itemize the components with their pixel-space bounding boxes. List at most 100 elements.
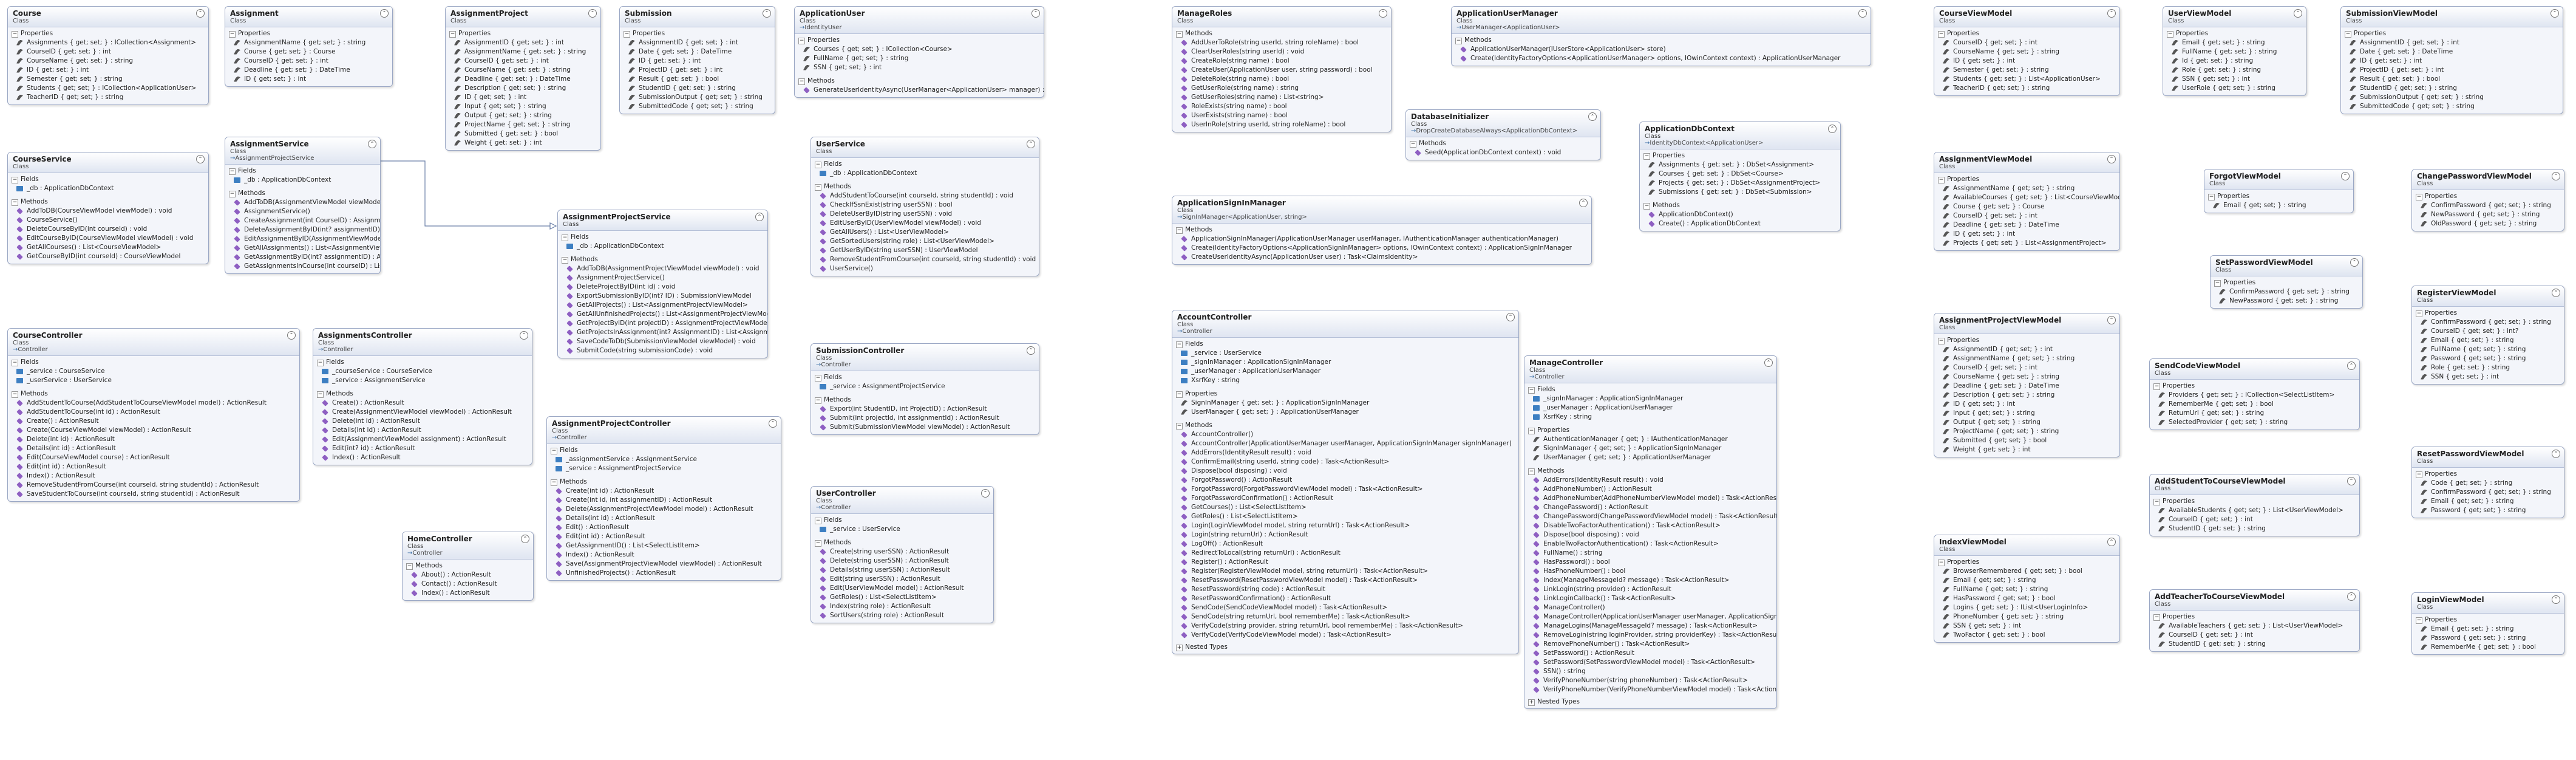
member-row[interactable]: SortUsers(string role) : ActionResult <box>811 611 993 620</box>
member-row[interactable]: GetAllCourses() : List<CourseViewModel> <box>8 243 208 252</box>
member-row[interactable]: Index(ManageMessageId? message) : Task<A… <box>1524 576 1776 585</box>
member-row[interactable]: SaveCodeToDb(SubmissionViewModel viewMod… <box>558 337 767 346</box>
member-row[interactable]: Edit(int id) : ActionResult <box>8 462 299 471</box>
member-row[interactable]: CourseID { get; set; } : int <box>446 56 600 66</box>
member-row[interactable]: DeleteCourseByID(int courseId) : void <box>8 225 208 234</box>
section-header[interactable]: Fields <box>225 166 380 176</box>
section-header[interactable]: Properties <box>2211 278 2362 287</box>
section-header[interactable]: Methods <box>1172 225 1591 235</box>
class-box-submissionviewmodel[interactable]: SubmissionViewModelClass⌃PropertiesAssig… <box>2340 6 2563 114</box>
member-row[interactable]: ResetPassword(string code) : ActionResul… <box>1172 585 1518 594</box>
member-row[interactable]: Semester { get; set; } : string <box>8 75 208 84</box>
section-header[interactable]: Methods <box>225 189 380 198</box>
member-row[interactable]: TeacherID { get; set; } : string <box>1934 84 2119 93</box>
class-box-assignmentviewmodel[interactable]: AssignmentViewModelClass⌃PropertiesAssig… <box>1934 152 2120 251</box>
member-row[interactable]: ForgotPassword() : ActionResult <box>1172 476 1518 485</box>
section-header[interactable]: Fields <box>1172 340 1518 349</box>
member-row[interactable]: AuthenticationManager { get; } : IAuthen… <box>1524 435 1776 444</box>
member-row[interactable]: ID { get; set; } : int <box>8 66 208 75</box>
member-row[interactable]: ApplicationDbContext() <box>1640 210 1840 219</box>
member-row[interactable]: Create(IdentityFactoryOptions<Applicatio… <box>1172 244 1591 253</box>
member-row[interactable]: AssignmentID { get; set; } : int <box>620 38 775 47</box>
section-header[interactable]: Methods <box>1172 29 1391 38</box>
member-row[interactable]: Course { get; set; } : Course <box>225 47 392 56</box>
member-row[interactable]: Index() : ActionResult <box>547 550 781 560</box>
class-box-assignmentprojectviewmodel[interactable]: AssignmentProjectViewModelClass⌃Properti… <box>1934 313 2120 457</box>
collapse-chevron-icon[interactable]: ⌃ <box>2552 172 2560 180</box>
member-row[interactable]: Output { get; set; } : string <box>1934 418 2119 427</box>
member-row[interactable]: AddToDB(AssignmentViewModel viewModel) :… <box>225 198 380 207</box>
member-row[interactable]: Password { get; set; } : string <box>2412 354 2564 363</box>
member-row[interactable]: DeleteRole(string name) : bool <box>1172 75 1391 84</box>
member-row[interactable]: LogOff() : ActionResult <box>1172 539 1518 549</box>
member-row[interactable]: GetUserByID(string userSSN) : UserViewMo… <box>811 246 1039 255</box>
member-row[interactable]: ManageController() <box>1524 603 1776 612</box>
collapse-chevron-icon[interactable]: ⌃ <box>2107 155 2116 163</box>
member-row[interactable]: ConfirmPassword { get; set; } : string <box>2211 287 2362 296</box>
member-row[interactable]: Submissions { get; set; } : DbSet<Submis… <box>1640 188 1840 197</box>
member-row[interactable]: SSN { get; set; } : int <box>2412 372 2564 382</box>
member-row[interactable]: Deadline { get; set; } : DateTime <box>1934 221 2119 230</box>
section-header[interactable]: Properties <box>2163 29 2306 38</box>
member-row[interactable]: SaveStudentToCourse(int courseId, string… <box>8 490 299 499</box>
member-row[interactable]: SetPassword(SetPasswordViewModel model) … <box>1524 658 1776 667</box>
member-row[interactable]: _assignmentService : AssignmentService <box>547 455 781 464</box>
section-header[interactable]: Fields <box>811 516 993 525</box>
member-row[interactable]: _userManager : ApplicationUserManager <box>1524 403 1776 413</box>
class-box-usercontroller[interactable]: UserControllerClassController⌃Fields_ser… <box>811 486 994 623</box>
member-row[interactable]: ConfirmPassword { get; set; } : string <box>2412 488 2564 497</box>
member-row[interactable]: Role { get; set; } : string <box>2412 363 2564 372</box>
section-header[interactable]: Properties <box>446 29 600 38</box>
section-header[interactable]: Methods <box>1524 467 1776 476</box>
member-row[interactable]: Details(int id) : ActionResult <box>547 514 781 523</box>
member-row[interactable]: VerifyCode(string provider, string retur… <box>1172 621 1518 631</box>
member-row[interactable]: ClearUserRoles(string userId) : void <box>1172 47 1391 56</box>
collapse-chevron-icon[interactable]: ⌃ <box>520 331 528 340</box>
member-row[interactable]: ManageLogins(ManageMessageId? message) :… <box>1524 621 1776 631</box>
member-row[interactable]: AssignmentID { get; set; } : int <box>446 38 600 47</box>
section-header[interactable]: Properties <box>2412 192 2564 201</box>
class-box-assignment[interactable]: AssignmentClass⌃PropertiesAssignmentName… <box>225 6 393 87</box>
member-row[interactable]: Courses { get; set; } : ICollection<Cour… <box>795 45 1044 54</box>
member-row[interactable]: CourseName { get; set; } : string <box>446 66 600 75</box>
member-row[interactable]: Seed(ApplicationDbContext context) : voi… <box>1406 148 1600 157</box>
member-row[interactable]: Create(IdentityFactoryOptions<Applicatio… <box>1452 54 1871 63</box>
member-row[interactable]: ForgotPassword(ForgotPasswordViewModel m… <box>1172 485 1518 494</box>
collapse-chevron-icon[interactable]: ⌃ <box>368 140 376 148</box>
member-row[interactable]: ProjectID { get; set; } : int <box>620 66 775 75</box>
section-header[interactable]: Methods <box>1452 36 1871 45</box>
collapse-chevron-icon[interactable]: ⌃ <box>2341 172 2350 180</box>
member-row[interactable]: Dispose(bool disposing) : void <box>1524 530 1776 539</box>
member-row[interactable]: Email { get; set; } : string <box>2163 38 2306 47</box>
member-row[interactable]: ChangePassword(ChangePasswordViewModel m… <box>1524 512 1776 521</box>
member-row[interactable]: VerifyCode(VerifyCodeViewModel model) : … <box>1172 631 1518 640</box>
member-row[interactable]: AvailableCourses { get; set; } : List<Co… <box>1934 193 2119 202</box>
member-row[interactable]: SendCode(string returnUrl, bool remember… <box>1172 612 1518 621</box>
member-row[interactable]: ChangePassword() : ActionResult <box>1524 503 1776 512</box>
section-header[interactable]: Properties <box>2150 382 2359 391</box>
section-header[interactable]: Fields <box>547 446 781 455</box>
member-row[interactable]: GetUserRole(string name) : string <box>1172 84 1391 93</box>
member-row[interactable]: HasPassword { get; set; } : bool <box>1934 594 2119 603</box>
collapse-chevron-icon[interactable]: ⌃ <box>1828 125 1837 133</box>
class-box-courseviewmodel[interactable]: CourseViewModelClass⌃PropertiesCourseID … <box>1934 6 2120 96</box>
member-row[interactable]: Export(int StudentID, int ProjectID) : A… <box>811 405 1039 414</box>
collapse-chevron-icon[interactable]: ⌃ <box>2294 9 2302 18</box>
member-row[interactable]: Index() : ActionResult <box>403 589 533 598</box>
section-header[interactable]: Properties <box>1934 29 2119 38</box>
member-row[interactable]: UserService() <box>811 264 1039 273</box>
member-row[interactable]: GetAllAssignments() : List<AssignmentVie… <box>225 244 380 253</box>
member-row[interactable]: GetRoles() : List<SelectListItem> <box>1172 512 1518 521</box>
collapse-chevron-icon[interactable]: ⌃ <box>2107 9 2116 18</box>
member-row[interactable]: About() : ActionResult <box>403 570 533 580</box>
member-row[interactable]: ConfirmEmail(string userId, string code)… <box>1172 457 1518 467</box>
member-row[interactable]: ID { get; set; } : int <box>2341 56 2563 66</box>
collapse-chevron-icon[interactable]: ⌃ <box>1858 9 1867 18</box>
collapse-chevron-icon[interactable]: ⌃ <box>1506 313 1515 321</box>
member-row[interactable]: HasPassword() : bool <box>1524 558 1776 567</box>
member-row[interactable]: Courses { get; set; } : DbSet<Course> <box>1640 169 1840 179</box>
member-row[interactable]: DeleteAssignmentByID(int? assignmentID) … <box>225 225 380 235</box>
member-row[interactable]: Email { get; set; } : string <box>1934 576 2119 585</box>
member-row[interactable]: ResetPassword(ResetPasswordViewModel mod… <box>1172 576 1518 585</box>
